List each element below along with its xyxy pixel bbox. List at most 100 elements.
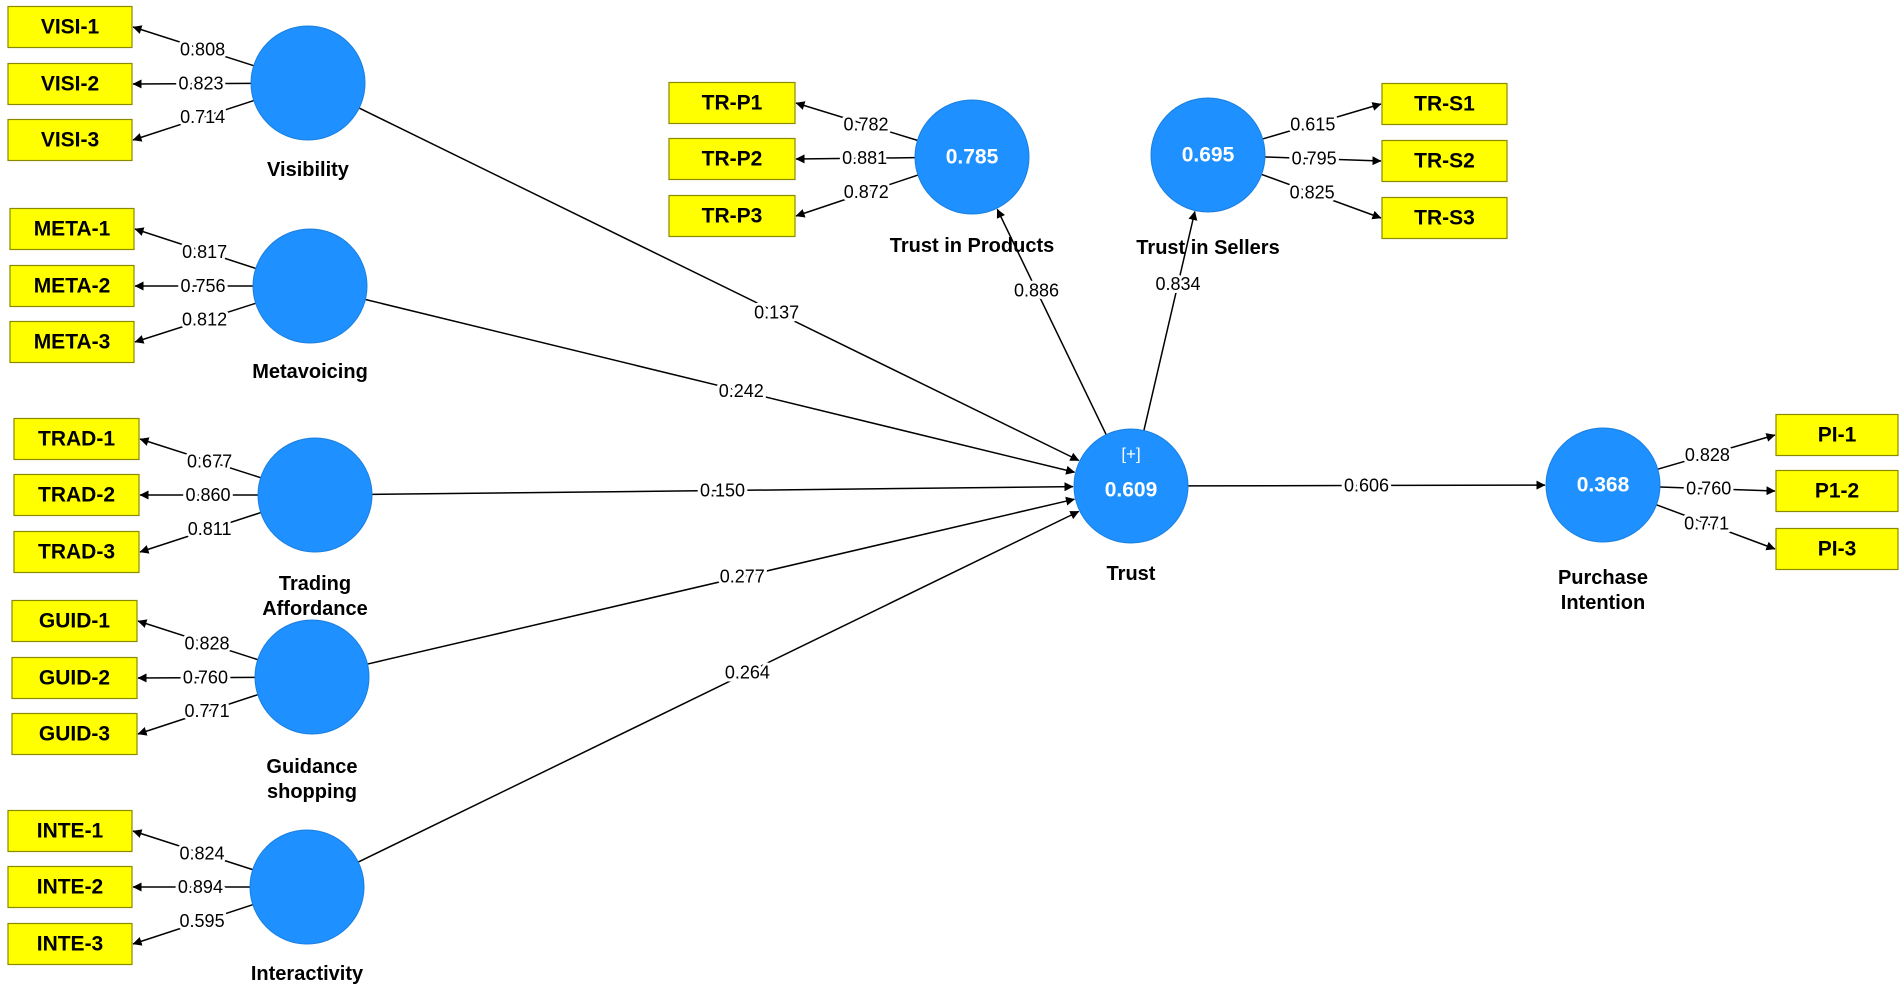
indicator-tr-p3[interactable]: TR-P3 <box>668 194 796 238</box>
indicator-trad-3[interactable]: TRAD-3 <box>13 530 140 574</box>
loading-arrow <box>1262 102 1382 140</box>
loading-arrow <box>134 302 256 344</box>
path-coefficient: 0.137 <box>754 302 799 322</box>
construct-visibility[interactable] <box>250 25 366 141</box>
indicator-visi-1[interactable]: VISI-1 <box>7 5 133 49</box>
indicator-meta-1[interactable]: META-1 <box>9 207 135 251</box>
construct-name: shopping <box>267 781 357 803</box>
indicator-tr-s2[interactable]: TR-S2 <box>1381 139 1508 183</box>
r-squared-value: 0.368 <box>1577 474 1630 497</box>
indicator-tr-p2[interactable]: TR-P2 <box>668 137 796 181</box>
indicator-label: VISI-1 <box>41 16 100 39</box>
indicator-box <box>668 137 796 181</box>
indicator-box <box>1381 196 1508 240</box>
indicator-tr-s1[interactable]: TR-S1 <box>1381 82 1508 126</box>
construct-name: Guidance <box>266 756 357 778</box>
loading-arrow <box>1264 156 1382 166</box>
construct-metavoicing[interactable] <box>252 228 368 344</box>
indicator-label: INTE-3 <box>37 933 104 956</box>
indicator-pi-1[interactable]: PI-1 <box>1775 413 1899 457</box>
indicator-label: INTE-1 <box>37 820 104 843</box>
indicator-guid-2[interactable]: GUID-2 <box>11 656 138 700</box>
indicator-box <box>7 118 133 162</box>
indicator-inte-1[interactable]: INTE-1 <box>7 809 133 853</box>
indicator-box <box>13 473 140 517</box>
loading-arrow <box>132 99 255 142</box>
indicator-label: TR-P1 <box>702 92 763 115</box>
outer-loading: 0.771 <box>185 701 230 721</box>
indicator-tr-s3[interactable]: TR-S3 <box>1381 196 1508 240</box>
indicator-guid-3[interactable]: GUID-3 <box>11 712 138 756</box>
indicator-box <box>9 207 135 251</box>
construct-circle <box>252 228 368 344</box>
indicator-visi-2[interactable]: VISI-2 <box>7 62 133 106</box>
path-coefficient: 0.242 <box>719 381 764 401</box>
loading-arrow <box>137 693 259 736</box>
path-arrow-trading-to-trust <box>371 482 1074 496</box>
indicator-box <box>13 417 140 461</box>
loading-arrow <box>795 101 918 142</box>
outer-loading: 0.771 <box>1684 513 1729 533</box>
construct-circle <box>1073 428 1189 544</box>
indicator-p1-2[interactable]: P1-2 <box>1775 469 1899 513</box>
outer-loading: 0.595 <box>180 911 225 931</box>
r-squared-value: 0.695 <box>1182 144 1235 167</box>
indicator-tr-p1[interactable]: TR-P1 <box>668 81 796 125</box>
outer-loading: 0.812 <box>182 310 227 330</box>
indicator-inte-3[interactable]: INTE-3 <box>7 922 133 966</box>
construct-interactivity[interactable] <box>249 829 365 945</box>
indicator-box <box>7 809 133 853</box>
construct-circle <box>250 25 366 141</box>
construct-name: Purchase <box>1558 567 1648 589</box>
outer-loading: 0.828 <box>184 633 229 653</box>
indicator-box <box>9 320 135 364</box>
indicator-pi-3[interactable]: PI-3 <box>1775 527 1899 571</box>
indicator-box <box>1381 82 1508 126</box>
indicator-guid-1[interactable]: GUID-1 <box>11 599 138 643</box>
loading-arrow <box>134 227 257 270</box>
indicator-trad-1[interactable]: TRAD-1 <box>13 417 140 461</box>
indicator-box <box>7 62 133 106</box>
outer-loading: 0.615 <box>1290 114 1335 134</box>
loading-arrow <box>137 619 258 661</box>
indicator-visi-3[interactable]: VISI-3 <box>7 118 133 162</box>
construct-circle <box>257 437 373 553</box>
indicator-label: TR-S3 <box>1414 207 1475 230</box>
construct-trading[interactable] <box>257 437 373 553</box>
indicator-box <box>13 530 140 574</box>
expand-toggle[interactable]: [+] <box>1121 445 1140 464</box>
outer-loading: 0.677 <box>187 451 232 471</box>
construct-trustSellers[interactable]: 0.695 <box>1150 97 1266 213</box>
outer-loading: 0.756 <box>180 276 225 296</box>
construct-name: Trading <box>279 573 351 595</box>
outer-loading: 0.714 <box>180 107 225 127</box>
indicator-inte-2[interactable]: INTE-2 <box>7 865 133 909</box>
indicator-box <box>9 264 135 308</box>
path-coefficient: 0.886 <box>1014 280 1059 300</box>
outer-loading: 0.782 <box>844 115 889 135</box>
path-arrow-trust-to-trustSellers <box>1143 211 1198 431</box>
construct-name: Intention <box>1561 592 1645 614</box>
indicator-box <box>668 81 796 125</box>
indicator-meta-3[interactable]: META-3 <box>9 320 135 364</box>
construct-name: Trust in Sellers <box>1136 237 1279 259</box>
construct-trustProducts[interactable]: 0.785 <box>914 99 1030 215</box>
path-arrow-visibility-to-trust <box>358 107 1080 462</box>
indicator-label: GUID-3 <box>39 723 110 746</box>
indicator-label: TRAD-2 <box>38 484 115 507</box>
construct-name: Affordance <box>262 598 368 620</box>
indicator-label: TR-S1 <box>1414 93 1475 116</box>
indicator-label: TR-P2 <box>702 148 763 171</box>
path-coefficient: 0.834 <box>1156 274 1201 294</box>
construct-purchase[interactable]: 0.368 <box>1545 427 1661 543</box>
construct-trust[interactable]: 0.609[+] <box>1073 428 1189 544</box>
outer-loading: 0.823 <box>178 74 223 94</box>
loading-arrow <box>139 437 261 479</box>
construct-circle <box>1150 97 1266 213</box>
path-arrow-metavoicing-to-trust <box>365 298 1076 475</box>
indicator-trad-2[interactable]: TRAD-2 <box>13 473 140 517</box>
indicator-label: TRAD-1 <box>38 428 115 451</box>
indicator-meta-2[interactable]: META-2 <box>9 264 135 308</box>
indicator-label: VISI-3 <box>41 129 99 152</box>
construct-guidance[interactable] <box>254 619 370 735</box>
